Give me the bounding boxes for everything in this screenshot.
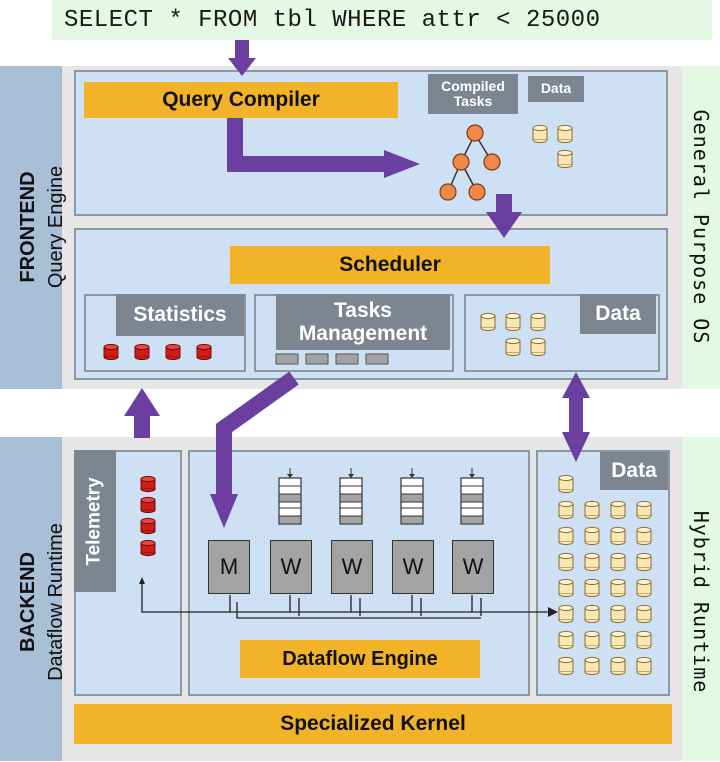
sql-query: SELECT * FROM tbl WHERE attr < 25000 (52, 0, 712, 40)
scheduler: Scheduler (230, 246, 550, 284)
task-tree (439, 124, 501, 201)
telemetry-cylinders (140, 475, 156, 557)
master-node: M (208, 540, 250, 594)
telemetry-label-bg: Telemetry (74, 450, 116, 592)
backend-band (0, 437, 62, 761)
runtime-data-box (536, 450, 670, 696)
statistics-label: Statistics (116, 294, 244, 336)
telemetry-up-arrow (124, 388, 160, 438)
worker-node-3: W (392, 540, 434, 594)
runtime-data-label: Data (600, 452, 668, 490)
worker-node-2: W (331, 540, 373, 594)
query-compiler: Query Compiler (84, 82, 398, 118)
compiled-tasks-label: Compiled Tasks (428, 74, 518, 114)
worker-node-4: W (452, 540, 494, 594)
compiler-data-cylinders (532, 124, 573, 169)
frontend-band (0, 66, 62, 389)
data-sync-arrow (562, 372, 590, 462)
dataflow-engine: Dataflow Engine (240, 640, 480, 678)
general-os-band (682, 66, 720, 389)
runtime-data-cylinders (558, 474, 652, 676)
worker-node-1: W (270, 540, 312, 594)
tasks-to-scheduler-arrow (486, 194, 522, 238)
compile-arrow (227, 118, 420, 178)
specialized-kernel: Specialized Kernel (74, 704, 672, 744)
worker-queues (278, 467, 484, 525)
tasks-queue-bars (275, 353, 389, 365)
tasks-management-label: Tasks Management (276, 294, 450, 350)
hybrid-runtime-band (682, 437, 720, 761)
tasks-to-master-arrow (210, 371, 299, 528)
engine-connectors (139, 577, 558, 619)
scheduler-data-label: Data (580, 294, 656, 334)
query-arrow (228, 40, 256, 76)
compiler-data-label: Data (528, 76, 584, 102)
statistics-cylinders (103, 343, 212, 361)
scheduler-data-cylinders (480, 312, 546, 357)
